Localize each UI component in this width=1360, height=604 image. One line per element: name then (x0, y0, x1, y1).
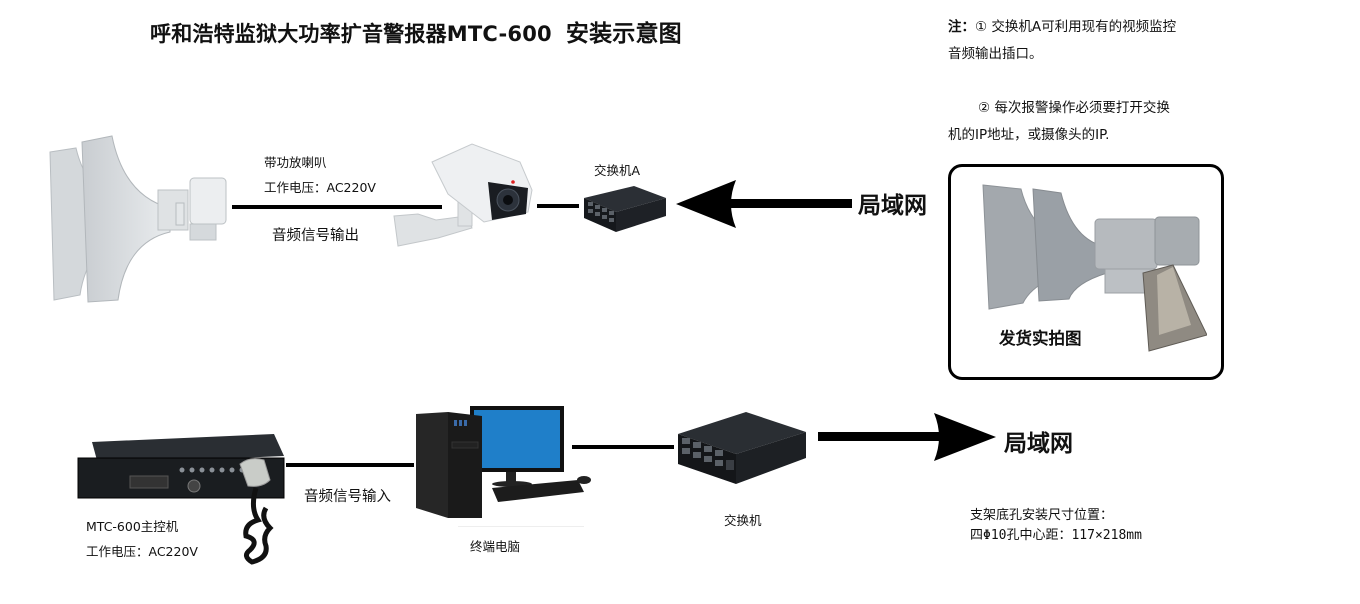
controller-voltage-label: 工作电压：AC220V (86, 544, 198, 559)
connection-line-pc-switch (572, 445, 674, 449)
switch-image (678, 412, 806, 484)
notes-prefix: 注： (948, 19, 975, 35)
terminal-pc-image (416, 406, 591, 518)
horn-speaker-image (49, 135, 227, 303)
shipping-photo-caption: 发货实拍图 (999, 329, 1082, 348)
note-1-line-1: ① 交换机A可利用现有的视频监控 (975, 19, 1177, 35)
note-2-line-1: ② 每次报警操作必须要打开交换 (978, 100, 1170, 116)
speaker-voltage-label: 工作电压：AC220V (264, 180, 376, 195)
title-main: 呼和浩特监狱大功率扩音警报器MTC-600 (150, 22, 552, 46)
mounting-info-line-1: 支架底孔安装尺寸位置： (970, 508, 1114, 523)
arrow-left-icon (676, 180, 852, 228)
note-2-line-2: 机的IP地址，或摄像头的IP. (948, 127, 1110, 143)
lan-label-top: 局域网 (858, 193, 927, 219)
switch-a-label: 交换机A (594, 163, 641, 178)
controller-label: MTC-600主控机 (86, 519, 179, 534)
pc-label: 终端电脑 (470, 539, 521, 554)
shipped-speaker-photo (982, 184, 1207, 352)
title-sub: 安装示意图 (565, 21, 682, 47)
speaker-label: 带功放喇叭 (264, 155, 327, 170)
connection-line-camera-switch (537, 204, 579, 208)
audio-input-label: 音频信号输入 (304, 489, 391, 505)
arrow-right-icon (818, 413, 996, 461)
switch-label: 交换机 (724, 513, 762, 528)
connection-line-controller-pc (286, 463, 414, 467)
pc-baseline-divider (458, 526, 584, 527)
diagram-title: 呼和浩特监狱大功率扩音警报器MTC-600 安装示意图 (150, 14, 682, 48)
mounting-info-line-2: 四Φ10孔中心距：117×218mm (970, 528, 1142, 543)
lan-label-bottom: 局域网 (1004, 431, 1073, 457)
mtc600-controller-image (77, 434, 285, 565)
switch-a-image (584, 186, 666, 232)
note-1-line-2: 音频输出插口。 (948, 46, 1043, 62)
connection-line-speaker-camera (232, 205, 442, 209)
audio-output-label: 音频信号输出 (272, 228, 359, 244)
shipping-photo-frame: 发货实拍图 (948, 164, 1224, 380)
notes-block: 注：① 交换机A可利用现有的视频监控 音频输出插口。 ② 每次报警操作必须要打开… (948, 14, 1176, 149)
cctv-camera-image (393, 143, 533, 247)
mounting-info: 支架底孔安装尺寸位置： 四Φ10孔中心距：117×218mm (970, 506, 1142, 546)
